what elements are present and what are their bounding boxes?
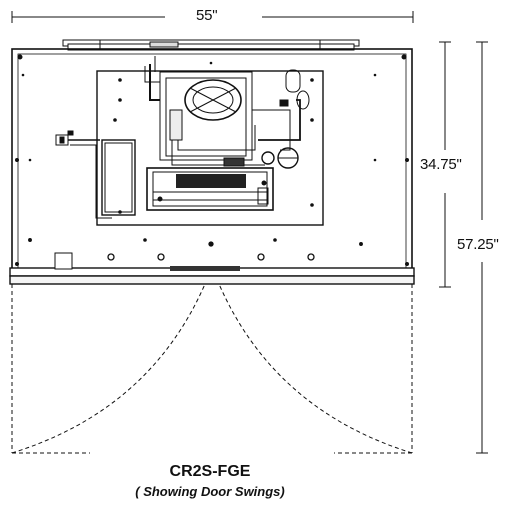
- overall-depth-dimension: [476, 41, 488, 454]
- overall-depth-label: 57.25": [457, 236, 499, 253]
- depth-label: 34.75": [420, 156, 462, 173]
- door-swings: [11, 283, 413, 454]
- top-flange: [62, 39, 360, 51]
- condensing-unit: [96, 56, 324, 242]
- width-dimension: [11, 11, 414, 23]
- model-name: CR2S-FGE: [169, 463, 251, 480]
- model-note: ( Showing Door Swings): [135, 484, 285, 499]
- panel-dots: [21, 61, 377, 162]
- cabinet: [11, 48, 413, 274]
- floor-holes: [28, 238, 363, 261]
- depth-dimension: [439, 41, 451, 288]
- control-box: [55, 130, 136, 219]
- front-base: [9, 252, 415, 285]
- width-label: 55": [196, 7, 218, 24]
